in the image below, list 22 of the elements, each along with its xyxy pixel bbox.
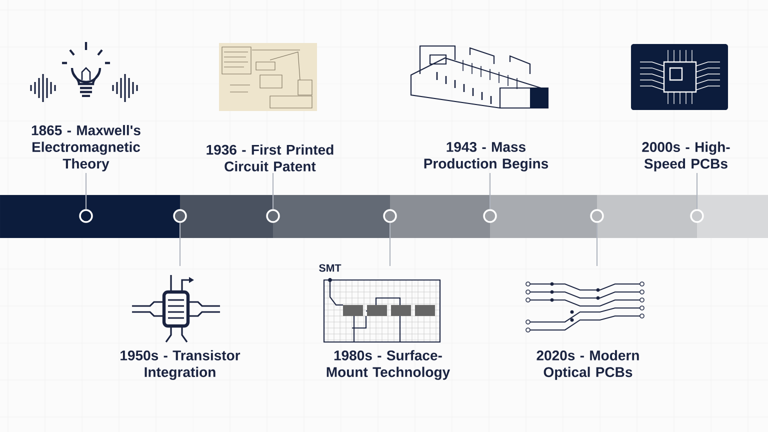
event-label: 1950s - Transistor Integration <box>120 350 240 380</box>
timeline-marker <box>690 209 704 223</box>
leader-line <box>596 222 598 266</box>
timeline-marker <box>590 209 604 223</box>
event-label: 1936 - First Printed Circuit Patent <box>206 144 334 172</box>
leader-line <box>272 173 274 210</box>
event-label: 2000s - High-Speed PCBs <box>642 142 730 172</box>
leader-line <box>85 173 87 210</box>
timeline-marker <box>483 209 497 223</box>
event-label: 1865 - Maxwell's Electromagnetic Theory <box>32 125 140 172</box>
component-label: SMT <box>319 264 342 272</box>
timeline-marker <box>173 209 187 223</box>
timeline-marker <box>79 209 93 223</box>
leader-line <box>696 173 698 210</box>
leader-line <box>389 222 391 266</box>
event-label: 1980s - Surface-Mount Technology <box>326 350 450 380</box>
timeline-marker <box>266 209 280 223</box>
leader-line <box>489 173 491 210</box>
event-label: 2020s - Modern Optical PCBs <box>536 350 639 380</box>
timeline-marker <box>383 209 397 223</box>
leader-line <box>179 222 181 266</box>
event-label: 1943 - Mass Production Begins <box>424 142 548 172</box>
